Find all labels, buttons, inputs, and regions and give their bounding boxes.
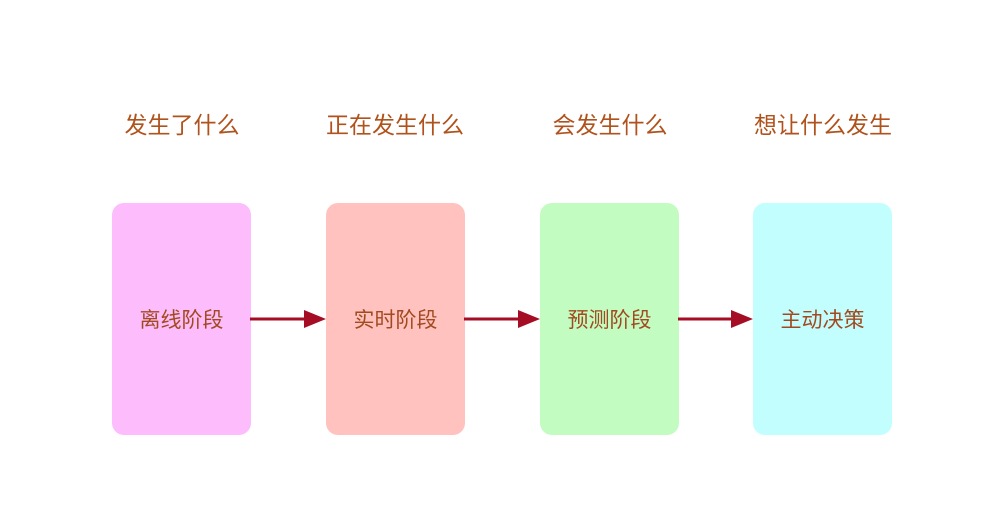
stage-box-decision: 主动决策 <box>753 203 892 435</box>
stage-box-realtime: 实时阶段 <box>326 203 465 435</box>
stage-label: 预测阶段 <box>567 308 652 332</box>
stage-heading-4: 想让什么发生 <box>754 113 892 139</box>
arrow-right-icon <box>250 310 326 328</box>
stage-box-offline: 离线阶段 <box>112 203 251 435</box>
stage-label: 实时阶段 <box>353 308 438 332</box>
stage-box-predict: 预测阶段 <box>540 203 679 435</box>
stage-heading-2: 正在发生什么 <box>326 113 464 139</box>
stage-heading-3: 会发生什么 <box>552 113 668 139</box>
stage-label: 主动决策 <box>780 308 865 332</box>
arrow-right-icon <box>678 310 753 328</box>
arrow-right-icon <box>464 310 540 328</box>
stage-label: 离线阶段 <box>139 308 224 332</box>
stage-heading-1: 发生了什么 <box>124 113 240 139</box>
